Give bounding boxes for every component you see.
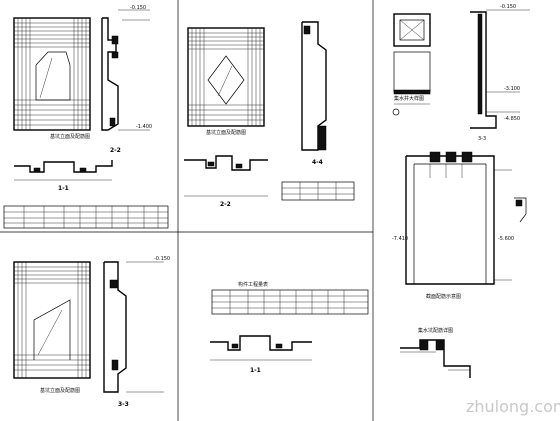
panel-top-left-elevation: -0.150 -1.400 基坑立面及配筋图 2-2 1-1 bbox=[3, 5, 169, 229]
quantity-table-left bbox=[3, 205, 169, 229]
panel-caption-1: 基坑立面及配筋图 bbox=[50, 133, 90, 140]
panel-right-pit-elevation: -7.410 -5.600 截面配筋示意图 bbox=[392, 151, 527, 300]
elev-label-right-top: -0.150 bbox=[500, 4, 516, 10]
elev-label-right-mid: -3.100 bbox=[504, 86, 520, 92]
panel-bottom-right-detail: 集水坑配筋详图 bbox=[400, 327, 471, 378]
elev-label-pit-right: -5.600 bbox=[498, 236, 514, 242]
panel-bottom-middle: 构件工程量表 1-1 bbox=[210, 281, 369, 374]
pit-elevation-caption: 截面配筋示意图 bbox=[426, 293, 461, 300]
section-mark-right: 3-3 bbox=[478, 136, 486, 142]
pit-caption: 集水井大样图 bbox=[394, 95, 424, 102]
elev-label-bl-top: -0.150 bbox=[154, 256, 170, 262]
watermark: zhulong.com bbox=[466, 397, 560, 416]
elev-label-pit-left: -7.410 bbox=[392, 236, 408, 242]
detail-caption: 集水坑配筋详图 bbox=[418, 327, 453, 334]
table-title: 构件工程量表 bbox=[238, 281, 268, 288]
panel-top-right-pit: 集水井大样图 -0.150 -3.100 -4.850 3-3 bbox=[392, 4, 530, 142]
section-mark-2-2: 2-2 bbox=[110, 147, 121, 154]
elev-label-right-low: -4.850 bbox=[504, 116, 520, 122]
section-mark-1-1-bottom: 1-1 bbox=[250, 367, 261, 374]
panel-caption-2: 基坑立面及配筋图 bbox=[206, 129, 246, 136]
elev-label-top: -0.150 bbox=[130, 5, 146, 11]
panel-caption-bl: 基坑立面及配筋图 bbox=[40, 387, 80, 394]
section-mark-2-2-mid: 2-2 bbox=[220, 201, 231, 208]
section-mark-4-4: 4-4 bbox=[312, 159, 323, 166]
section-mark-3-3: 3-3 bbox=[118, 401, 129, 408]
panel-bottom-left-elevation: -0.150 基坑立面及配筋图 3-3 bbox=[13, 256, 170, 408]
elev-label-bottom: -1.400 bbox=[136, 124, 152, 130]
section-mark-1-1: 1-1 bbox=[58, 185, 69, 192]
panel-top-middle-elevation: 4-4 基坑立面及配筋图 2-2 bbox=[184, 21, 355, 208]
